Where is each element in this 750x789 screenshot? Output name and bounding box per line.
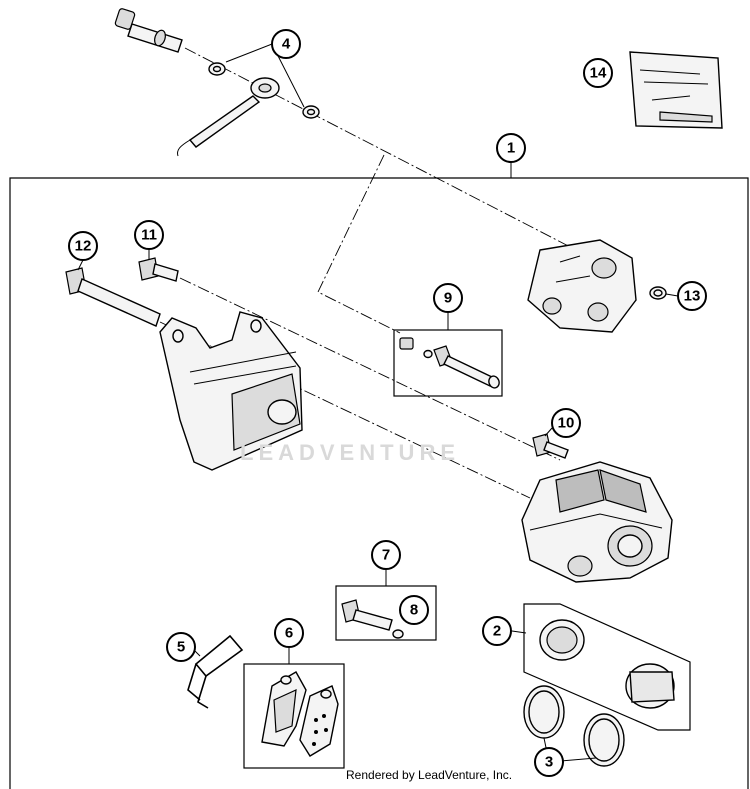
callout-1: 1 — [496, 133, 526, 163]
piston-seal-2 — [583, 713, 625, 767]
washer-upper — [208, 62, 226, 76]
banjo-bolt — [114, 8, 183, 53]
callout-7: 7 — [371, 540, 401, 570]
svg-text:13: 13 — [684, 288, 701, 305]
callout-6: 6 — [274, 618, 304, 648]
caliper-upper-half — [527, 239, 637, 333]
callout-13: 13 — [677, 281, 707, 311]
o-ring-small — [649, 286, 667, 300]
svg-text:3: 3 — [545, 754, 553, 771]
caliper-bracket — [159, 311, 303, 471]
render-credit: Rendered by LeadVenture, Inc. — [346, 768, 513, 782]
svg-text:11: 11 — [141, 227, 157, 244]
callout-9: 9 — [433, 283, 463, 313]
mount-bolt-short — [138, 257, 179, 282]
callout-4: 4 — [271, 29, 301, 59]
svg-text:12: 12 — [75, 238, 92, 255]
svg-text:9: 9 — [444, 290, 452, 307]
brake-pad-2 — [299, 685, 339, 757]
callout-2: 2 — [482, 616, 512, 646]
bleeder-screw — [433, 345, 500, 389]
leader-10 — [544, 427, 553, 437]
axis-line-bolt-11 — [179, 277, 561, 461]
svg-text:14: 14 — [590, 65, 607, 82]
piston-1 — [539, 619, 585, 661]
instruction-pack — [629, 51, 723, 129]
box-6 — [243, 663, 345, 769]
axis-line-banjo — [184, 47, 581, 253]
caliper-lower-half — [521, 461, 673, 583]
caliper-bolt — [532, 433, 569, 459]
bleeder-nut — [423, 349, 433, 359]
box-2 — [523, 603, 691, 731]
mount-bolt-long — [65, 267, 161, 327]
pad-pin — [341, 599, 393, 631]
svg-text:4: 4 — [282, 36, 291, 53]
brake-pad-1 — [261, 671, 307, 747]
svg-text:8: 8 — [410, 602, 418, 619]
pad-pin-clip — [392, 629, 404, 639]
pad-spring — [187, 634, 244, 709]
washer-lower — [302, 105, 320, 119]
piston-seal-1 — [523, 685, 565, 739]
callout-5: 5 — [166, 632, 196, 662]
callout-8: 8 — [399, 595, 429, 625]
svg-text:10: 10 — [558, 415, 575, 432]
bleeder-cap — [399, 337, 414, 350]
callout-3: 3 — [534, 747, 564, 777]
assembly-frame — [9, 177, 749, 789]
piston-2 — [625, 663, 675, 709]
callout-12: 12 — [68, 231, 98, 261]
svg-text:2: 2 — [493, 623, 501, 640]
brake-line-banjo — [177, 77, 280, 157]
watermark-text: LEADVENTURE — [240, 440, 461, 465]
callout-14: 14 — [583, 58, 613, 88]
leader-13 — [665, 293, 679, 297]
svg-text:6: 6 — [285, 625, 293, 642]
leader-12 — [77, 259, 84, 271]
svg-text:1: 1 — [507, 140, 515, 157]
svg-text:7: 7 — [382, 547, 390, 564]
leader-2 — [511, 630, 527, 634]
callout-11: 11 — [134, 220, 164, 250]
axis-line-caliper — [317, 154, 401, 334]
svg-text:5: 5 — [177, 639, 185, 656]
callout-10: 10 — [551, 408, 581, 438]
